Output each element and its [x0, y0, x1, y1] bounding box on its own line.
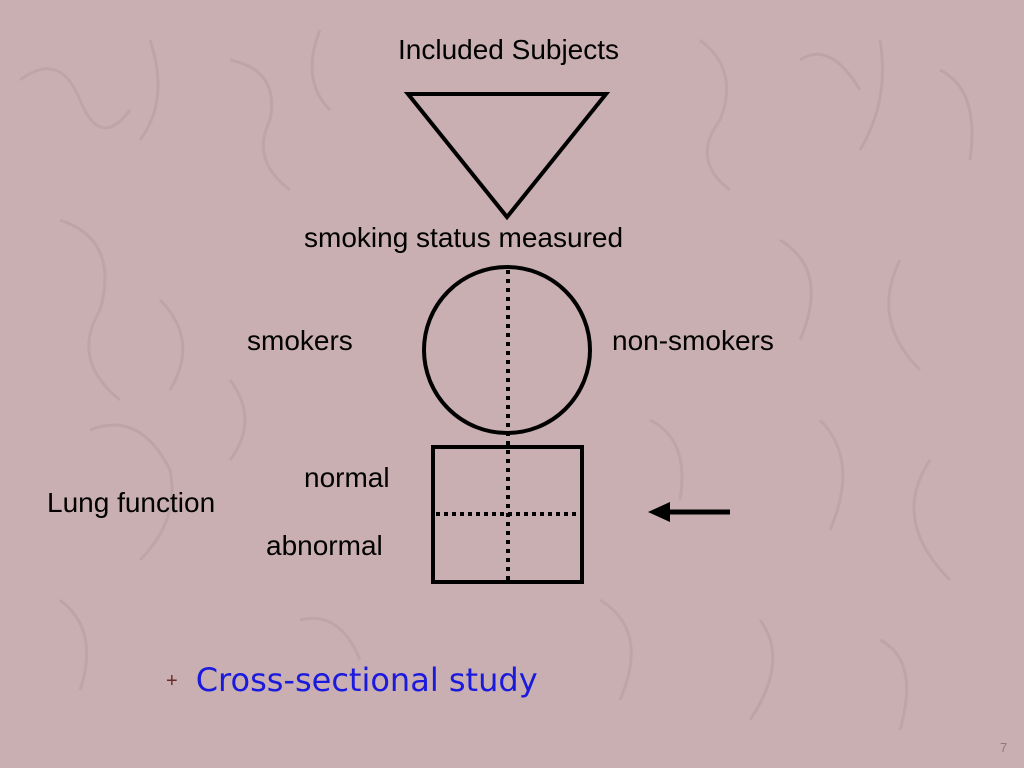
left-arrow-icon — [648, 502, 730, 522]
bullet-item: + Cross-sectional study — [166, 661, 538, 699]
lung-function-box — [431, 445, 584, 584]
group-right-label: non-smokers — [612, 325, 774, 356]
page-number: 7 — [1000, 740, 1008, 755]
included-subjects-triangle — [403, 92, 611, 221]
diagram-title: Included Subjects — [398, 34, 620, 65]
bullet-marker: + — [166, 670, 178, 692]
bullet-text: Cross-sectional study — [195, 661, 538, 699]
outcome-top-label: normal — [304, 462, 390, 493]
outcome-bottom-label: abnormal — [266, 530, 383, 561]
outcome-label: Lung function — [47, 487, 216, 518]
group-left-label: smokers — [247, 325, 353, 356]
measure-label: smoking status measured — [304, 222, 624, 253]
